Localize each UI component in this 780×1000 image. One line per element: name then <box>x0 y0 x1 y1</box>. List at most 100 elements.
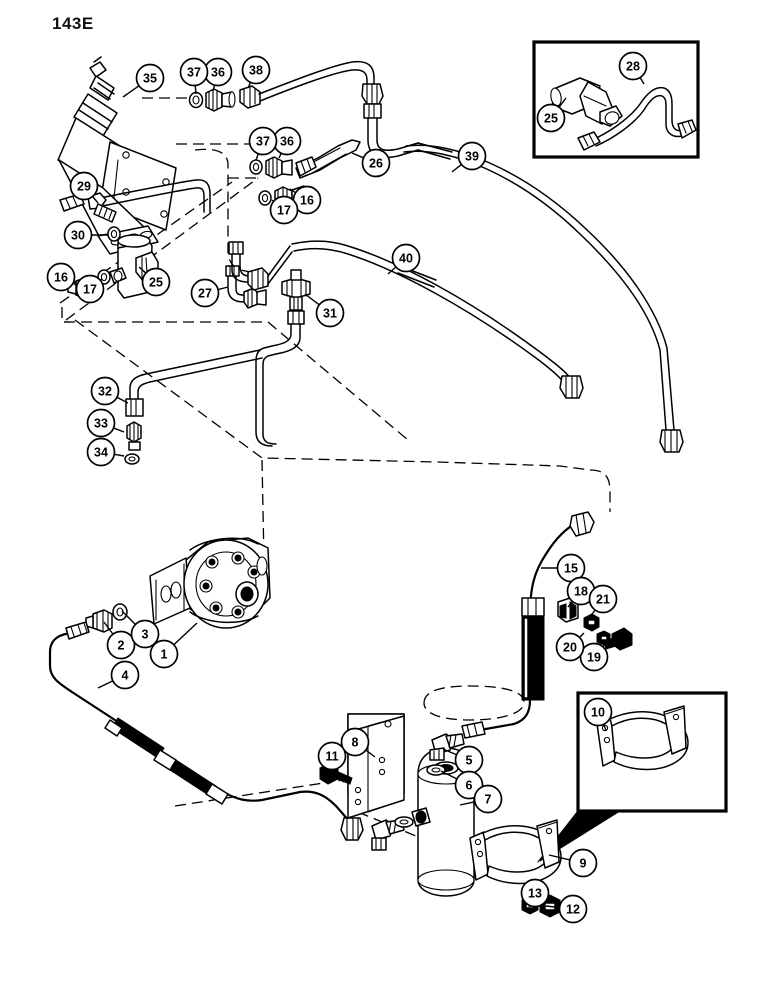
callout-number-7: 7 <box>485 793 492 807</box>
callout-number-35: 35 <box>143 72 157 86</box>
callout-bubble-37 <box>248 126 278 156</box>
callout-leader-35 <box>122 85 140 98</box>
callout-number-29: 29 <box>77 180 91 194</box>
callout-number-13: 13 <box>528 887 542 901</box>
callout-21: 21 <box>588 584 618 614</box>
callout-bubble-10 <box>583 697 613 727</box>
callout-number-37: 37 <box>256 135 270 149</box>
callout-36: 36 <box>272 126 302 156</box>
callout-number-3: 3 <box>142 628 149 642</box>
callout-leader-3 <box>121 610 136 625</box>
callout-10: 10 <box>583 697 613 727</box>
callout-bubble-32 <box>90 376 120 406</box>
callout-bubble-8 <box>340 727 370 757</box>
callout-leader-5 <box>442 748 457 756</box>
callout-leader-29 <box>92 195 99 204</box>
callout-leader-25 <box>138 266 147 274</box>
callout-bubble-12 <box>558 894 588 924</box>
callout-7: 7 <box>473 784 503 814</box>
callout-number-32: 32 <box>98 385 112 399</box>
callout-bubble-25 <box>141 267 171 297</box>
callout-leader-37 <box>194 85 197 95</box>
callout-number-9: 9 <box>580 857 587 871</box>
callout-17: 17 <box>75 274 105 304</box>
callout-bubble-35 <box>135 63 165 93</box>
callout-leader-34 <box>114 453 125 457</box>
callout-number-5: 5 <box>466 754 473 768</box>
callout-bubble-34 <box>86 437 116 467</box>
callout-number-40: 40 <box>399 252 413 266</box>
callout-number-37: 37 <box>187 66 201 80</box>
callout-bubble-9 <box>568 848 598 878</box>
callout-26: 26 <box>361 148 391 178</box>
callout-bubble-7 <box>473 784 503 814</box>
callout-number-8: 8 <box>352 736 359 750</box>
callout-bubble-29 <box>69 171 99 201</box>
callout-2: 2 <box>106 630 136 660</box>
callout-leader-38 <box>247 82 252 89</box>
callout-number-21: 21 <box>596 593 610 607</box>
callout-layer: 1234567891011121315161617171819202125252… <box>46 51 648 924</box>
callout-bubble-13 <box>520 878 550 908</box>
callout-19: 19 <box>579 642 609 672</box>
tube-39 <box>403 142 684 453</box>
callout-number-17: 17 <box>277 204 291 218</box>
callout-bubble-33 <box>86 408 116 438</box>
parts-32-33-34 <box>124 349 263 465</box>
callout-bubble-1 <box>149 639 179 669</box>
callout-leader-6 <box>440 770 458 780</box>
callout-bubble-28 <box>618 51 648 81</box>
callout-bubble-19 <box>579 642 609 672</box>
callout-number-16: 16 <box>300 194 314 208</box>
callout-leader-20 <box>579 632 585 638</box>
callout-leader-1 <box>173 622 198 646</box>
inset-lower-right <box>537 691 728 863</box>
callout-30: 30 <box>63 220 93 250</box>
callout-number-12: 12 <box>566 903 580 917</box>
callout-leader-26 <box>351 152 364 159</box>
callout-bubble-11 <box>317 741 347 771</box>
callout-number-2: 2 <box>118 639 125 653</box>
callout-9: 9 <box>568 848 598 878</box>
callout-bubble-20 <box>555 632 585 662</box>
callout-8: 8 <box>340 727 370 757</box>
callout-bubble-31 <box>315 298 345 328</box>
callout-bubble-37 <box>179 57 209 87</box>
callout-number-30: 30 <box>71 229 85 243</box>
callout-number-26: 26 <box>369 157 383 171</box>
callout-17: 17 <box>269 195 299 225</box>
callout-36: 36 <box>203 57 233 87</box>
callout-leader-16 <box>289 188 297 194</box>
callout-number-10: 10 <box>591 706 605 720</box>
callout-bubble-2 <box>106 630 136 660</box>
callout-13: 13 <box>520 878 550 908</box>
callout-16: 16 <box>46 262 76 292</box>
callout-28: 28 <box>618 51 648 81</box>
callout-leader-21 <box>589 609 596 618</box>
callout-leader-28 <box>639 77 645 85</box>
callout-37: 37 <box>248 126 278 156</box>
callout-leader-19 <box>602 639 610 648</box>
callout-25: 25 <box>141 267 171 297</box>
callout-number-33: 33 <box>94 417 108 431</box>
callout-16: 16 <box>292 185 322 215</box>
callout-leader-37 <box>255 153 259 161</box>
callout-leader-11 <box>334 769 337 776</box>
callout-number-38: 38 <box>249 64 263 78</box>
callout-bubble-17 <box>75 274 105 304</box>
hydraulic-pump-1 <box>149 537 271 629</box>
callout-40: 40 <box>391 243 421 273</box>
callout-39: 39 <box>457 141 487 171</box>
callout-3: 3 <box>130 619 160 649</box>
callout-33: 33 <box>86 408 116 438</box>
callout-leader-12 <box>545 905 560 909</box>
callout-number-27: 27 <box>198 287 212 301</box>
callout-number-11: 11 <box>325 750 338 764</box>
callout-leader-9 <box>548 854 571 861</box>
callout-number-1: 1 <box>161 648 168 662</box>
callout-bubble-25 <box>536 103 566 133</box>
callout-number-34: 34 <box>94 446 108 460</box>
callout-number-16: 16 <box>54 271 68 285</box>
